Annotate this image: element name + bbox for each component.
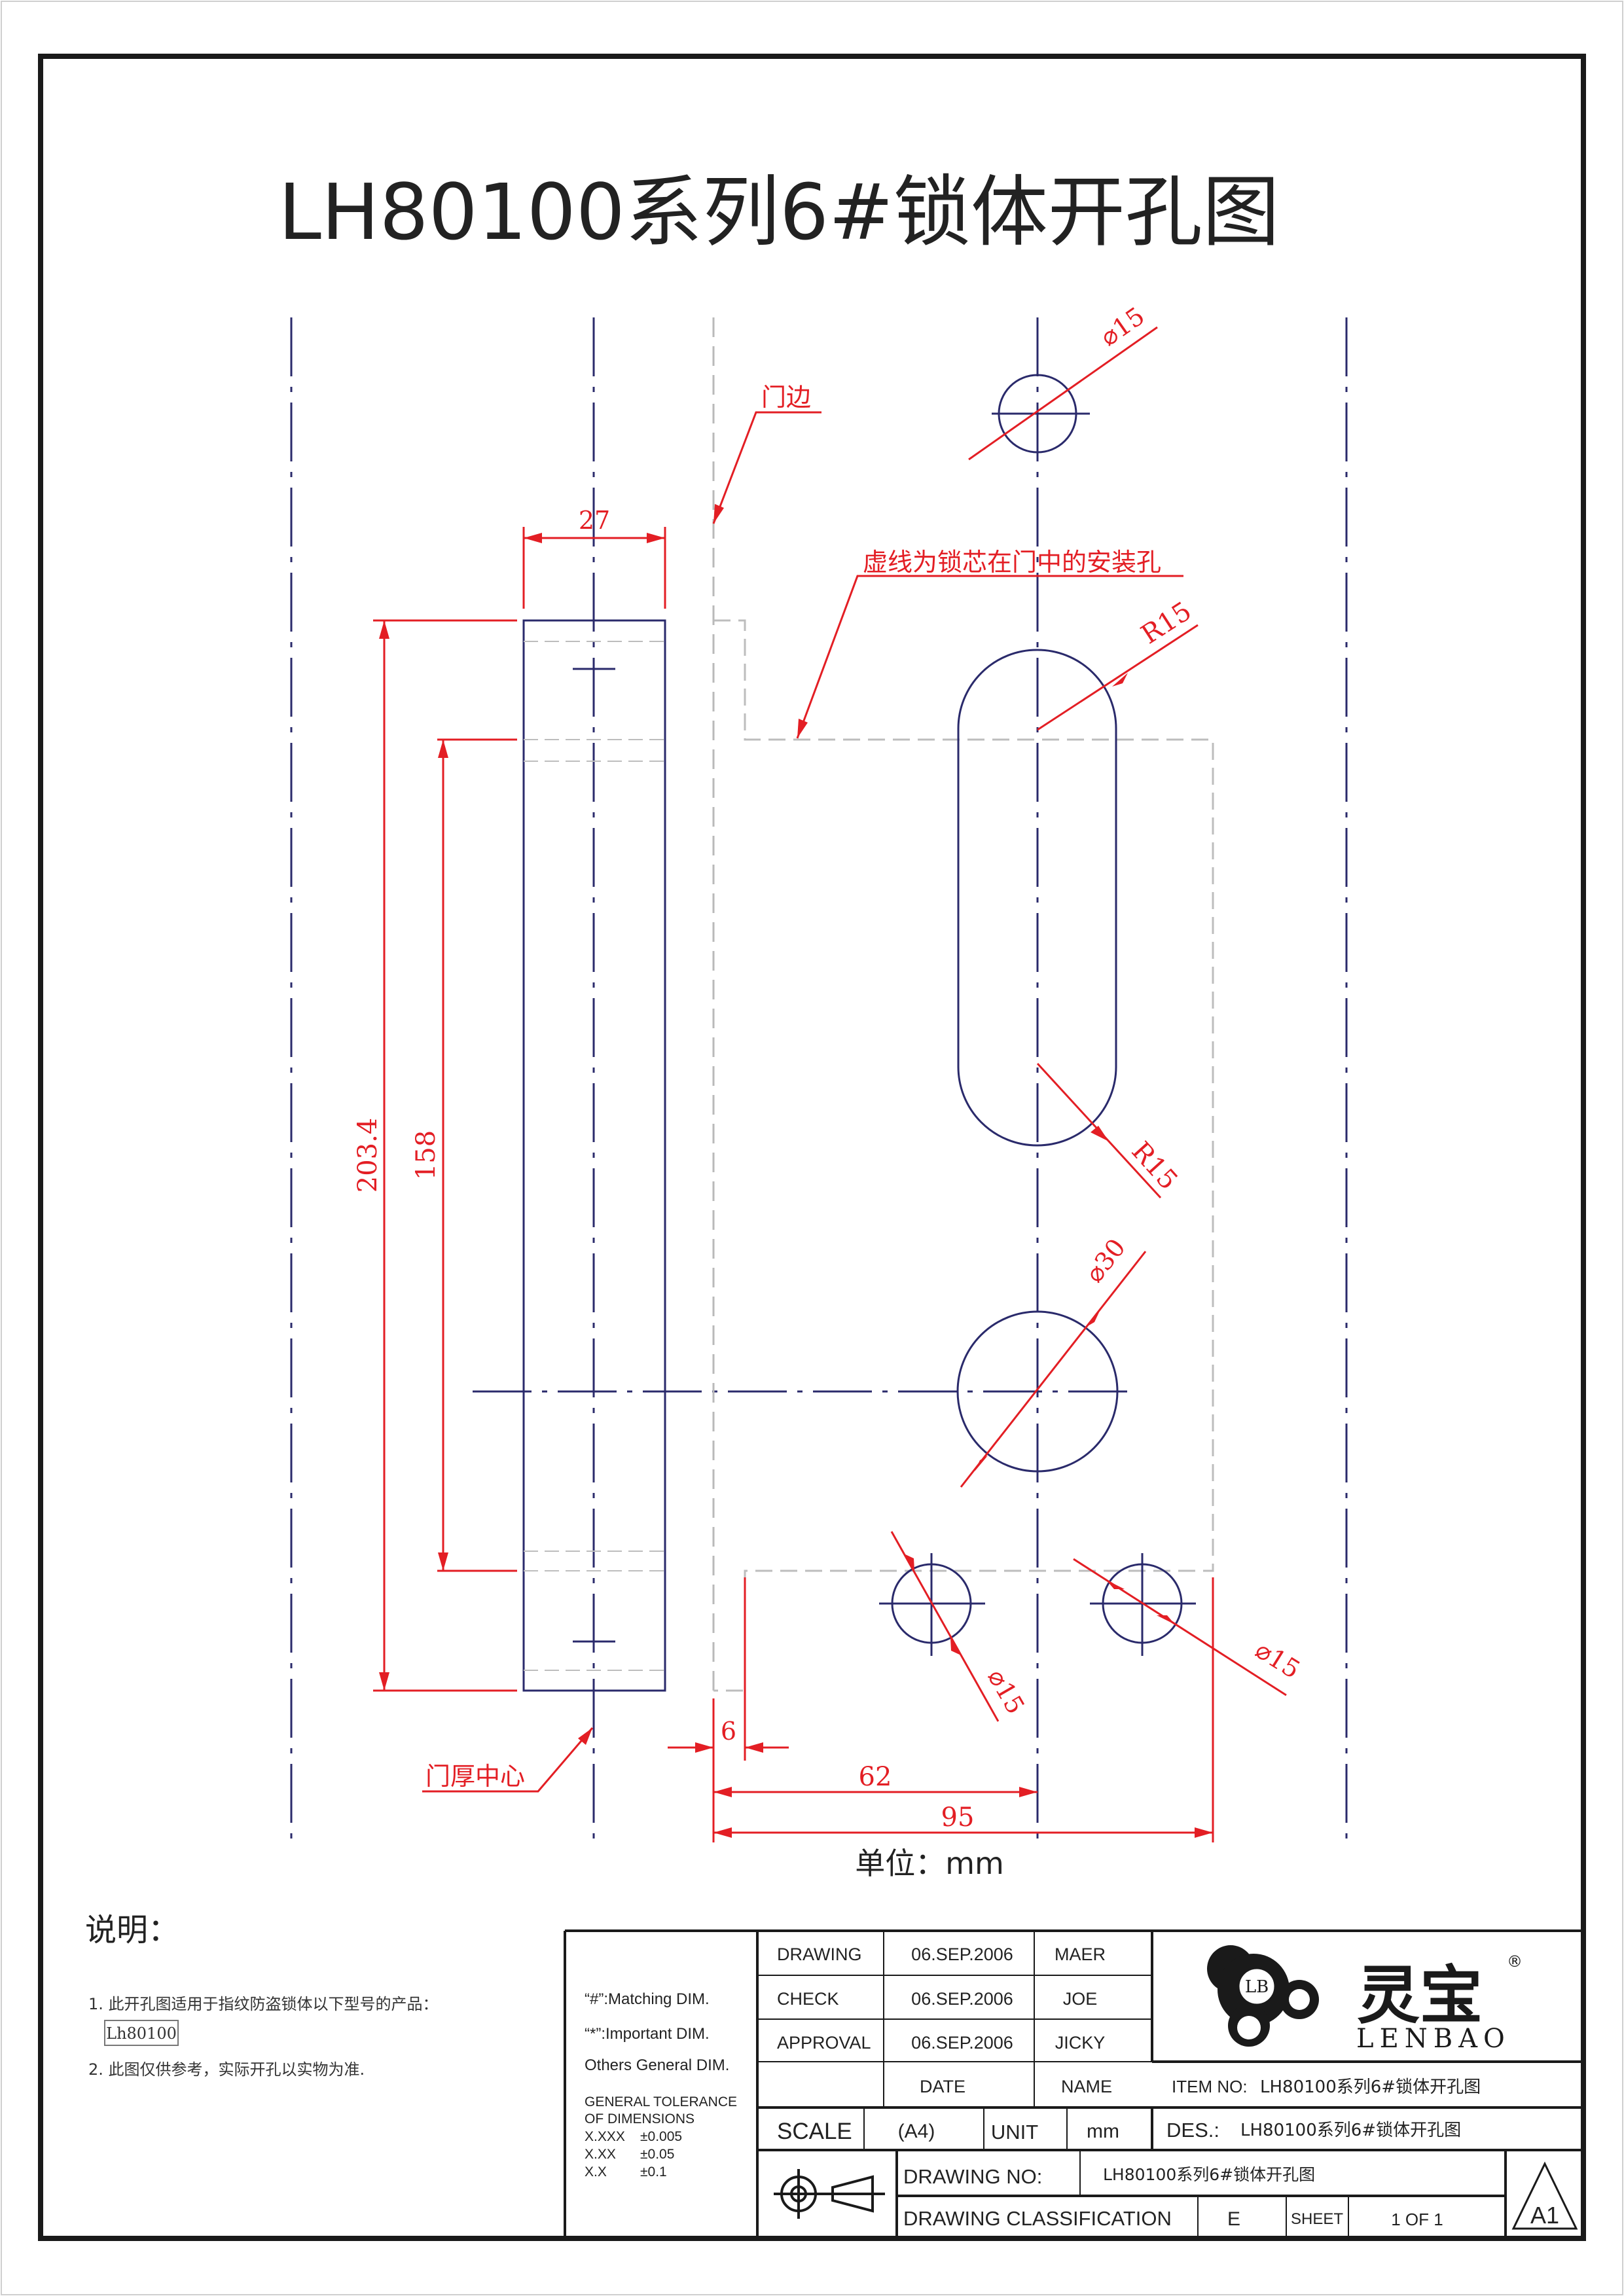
projection-symbol-icon: [774, 2169, 885, 2219]
notes-item-2: 2. 此图仅供参考，实际开孔以实物为准.: [88, 2060, 365, 2079]
model-box: [104, 2020, 179, 2046]
size-mark-text: A1: [1530, 2202, 1559, 2229]
role-approval: APPROVAL: [777, 2033, 871, 2053]
faceplate-hidden-lines: [524, 641, 665, 1671]
item-no-label: ITEM NO:: [1172, 2077, 1248, 2096]
slot-r15: [957, 649, 1117, 1147]
logo-hole-bottom: [1237, 2016, 1261, 2039]
model-box-text: Lh80100: [106, 2024, 177, 2043]
drawing-no-label: DRAWING NO:: [903, 2165, 1042, 2188]
faceplate-screw-marks: [573, 668, 615, 1643]
role-check: CHECK: [777, 1989, 839, 2009]
approval-table: DRAWING 06.SEP.2006 MAER CHECK 06.SEP.20…: [777, 1945, 1112, 2096]
dimension-lines: [373, 326, 1287, 1842]
item-no-value: LH80100系列6#锁体开孔图: [1260, 2077, 1481, 2097]
date-header: DATE: [920, 2077, 965, 2096]
dim-r15-top: R15: [1136, 596, 1197, 651]
annotations: 门边 虚线为锁芯在门中的安装孔 门厚中心: [425, 383, 1161, 1791]
logo-badge: [1237, 1967, 1276, 2006]
centerlines: [290, 317, 1348, 1839]
name-check: JOE: [1063, 1989, 1098, 2009]
drawing-info: DRAWING NO: LH80100系列6#锁体开孔图 DRAWING CLA…: [903, 2165, 1443, 2230]
tol-val-1: ±0.005: [640, 2129, 682, 2144]
size-mark-triangle: [1511, 2161, 1578, 2230]
tolerance-title-2: OF DIMENSIONS: [585, 2111, 695, 2126]
note-dashed-holes: 虚线为锁芯在门中的安装孔: [863, 548, 1161, 577]
dim-dia15-top: ⌀15: [1095, 301, 1150, 351]
holes: [879, 374, 1196, 1656]
note-door-edge: 门边: [761, 383, 811, 412]
tol-key-3: X.X: [585, 2164, 607, 2179]
unit-label-tb: UNIT: [991, 2121, 1038, 2144]
legend-important: “*”:Important DIM.: [585, 2025, 710, 2043]
scale-label: SCALE: [777, 2119, 852, 2144]
date-check: 06.SEP.2006: [911, 1989, 1013, 2009]
hole-main-dia30: [956, 1310, 1119, 1473]
drawing-title: LH80100系列6#锁体开孔图: [278, 167, 1280, 257]
drawing-frame: [38, 54, 1586, 2241]
dim-95: 95: [941, 1803, 975, 1833]
tol-key-2: X.XX: [585, 2147, 616, 2162]
sheet-value: 1 OF 1: [1391, 2210, 1443, 2229]
scale-value: (A4): [898, 2121, 935, 2142]
note-door-thickness-center: 门厚中心: [425, 1762, 525, 1791]
tol-key-1: X.XXX: [585, 2129, 625, 2144]
dim-dia15-left: ⌀15: [982, 1664, 1030, 1719]
faceplate-outline: [522, 619, 666, 1692]
classification-label: DRAWING CLASSIFICATION: [903, 2207, 1172, 2230]
logo-brand-cn: 灵宝: [1357, 1959, 1483, 2032]
name-approval: JICKY: [1055, 2033, 1106, 2053]
classification-value: E: [1227, 2208, 1240, 2230]
unit-value-tb: mm: [1087, 2121, 1119, 2142]
tol-val-3: ±0.1: [640, 2164, 667, 2179]
notes-heading: 说明：: [85, 1912, 179, 1948]
logo-badge-text: LB: [1245, 1977, 1269, 1997]
dim-r15-bottom: R15: [1126, 1136, 1183, 1196]
title-block-thin-lines: [757, 1931, 1349, 2238]
legend: “#”:Matching DIM. “*”:Important DIM. Oth…: [585, 1990, 737, 2179]
title-block: [564, 1929, 1583, 2238]
dim-203-4: 203.4: [353, 1118, 383, 1193]
des-value: LH80100系列6#锁体开孔图: [1240, 2121, 1461, 2140]
unit-label: 单位：mm: [855, 1846, 1004, 1881]
dim-158: 158: [411, 1130, 441, 1180]
dim-62: 62: [859, 1762, 892, 1792]
name-header: NAME: [1061, 2077, 1112, 2096]
scale-row: SCALE (A4) UNIT mm ITEM NO: LH80100系列6#锁…: [777, 2077, 1481, 2144]
dim-27: 27: [579, 506, 610, 535]
notes-item-1: 1. 此开孔图适用于指纹防盗锁体以下型号的产品：: [88, 1995, 439, 2013]
sheet-label: SHEET: [1291, 2210, 1343, 2228]
date-drawing: 06.SEP.2006: [911, 1945, 1013, 1964]
legend-matching: “#”:Matching DIM.: [585, 1990, 710, 2008]
dimension-arrows: [379, 504, 1213, 1838]
logo-brand-en: LENBAO: [1356, 2024, 1511, 2054]
des-label: DES.:: [1166, 2119, 1219, 2142]
legend-others: Others General DIM.: [585, 2056, 729, 2074]
tolerance-title-1: GENERAL TOLERANCE: [585, 2094, 737, 2109]
lenbao-logo: LB 灵宝 LENBAO ®: [1207, 1945, 1523, 2054]
drawing-no-value: LH80100系列6#锁体开孔图: [1103, 2165, 1315, 2184]
name-drawing: MAER: [1055, 1945, 1106, 1964]
role-drawing: DRAWING: [777, 1945, 862, 1964]
logo-registered-mark: ®: [1507, 1952, 1523, 1971]
tol-val-2: ±0.05: [640, 2147, 674, 2162]
logo-hole-right: [1289, 1989, 1310, 2010]
dim-6: 6: [721, 1717, 736, 1746]
date-approval: 06.SEP.2006: [911, 2033, 1013, 2053]
